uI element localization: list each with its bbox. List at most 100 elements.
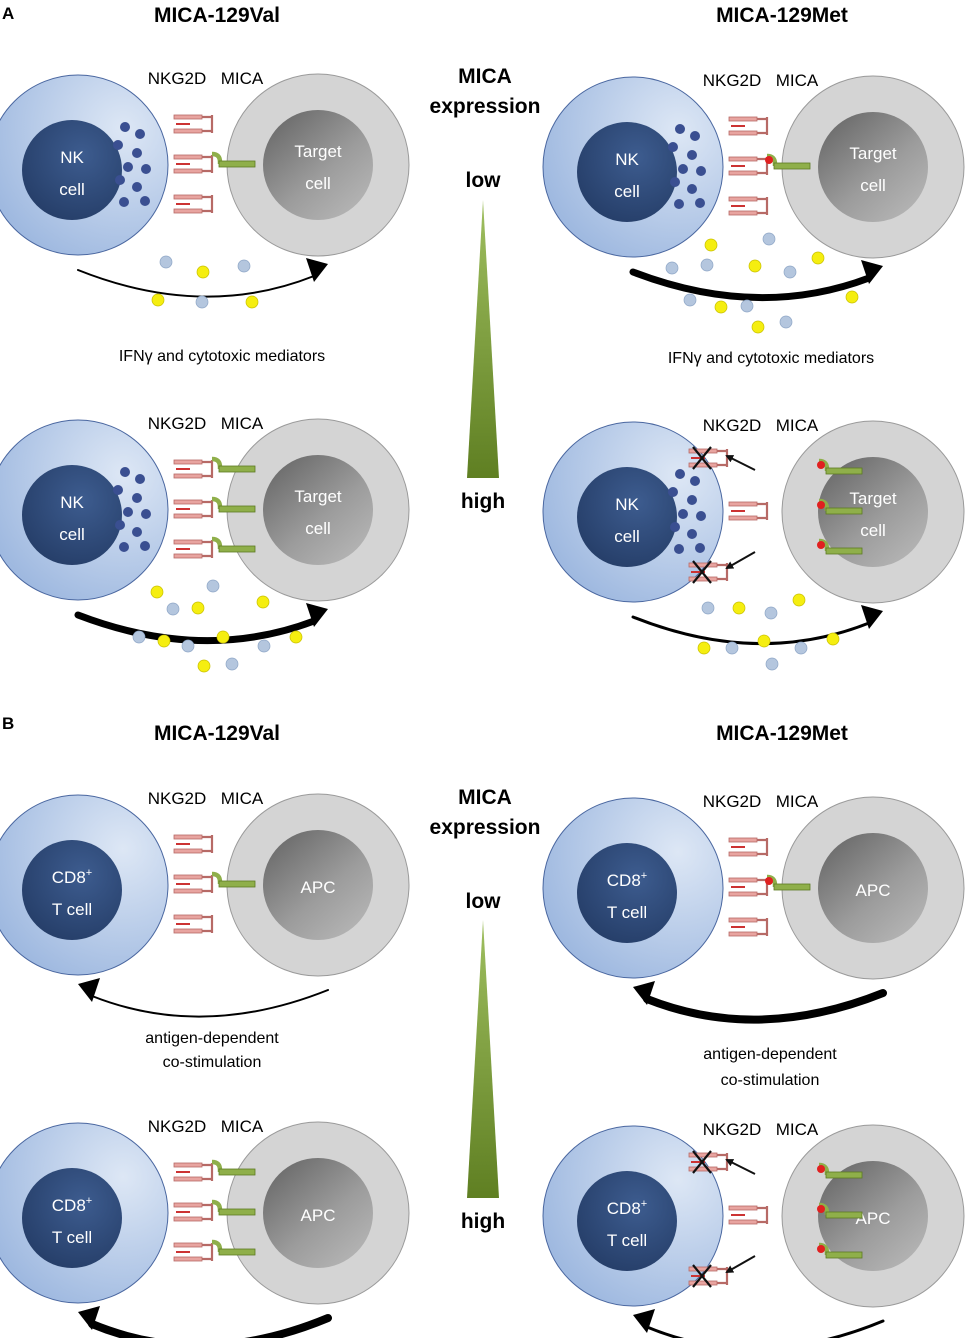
cd8-superscript: + <box>641 1198 647 1210</box>
nkg2d-label: NKG2D <box>703 71 762 90</box>
signal-arrow-head <box>633 981 655 1005</box>
target-label-line1: Target <box>294 142 342 161</box>
nkg2d-receptor <box>173 194 214 214</box>
cytotoxic-granule <box>695 198 705 208</box>
target-cell-nucleus <box>263 830 373 940</box>
signal-arrow <box>629 268 873 302</box>
panel-b-axis-high: high <box>461 1210 505 1233</box>
mica-ligand <box>817 1162 863 1179</box>
cytotoxic-granule <box>135 474 145 484</box>
nkg2d-receptor <box>173 154 214 174</box>
mediator-yellow <box>151 293 165 307</box>
target-label-line1: Target <box>294 487 342 506</box>
cd8-superscript: + <box>86 1195 92 1207</box>
cytotoxic-granule <box>123 162 133 172</box>
mica-ligand <box>211 1199 256 1216</box>
mediator-blue <box>783 265 797 279</box>
cytotoxic-granule <box>695 543 705 553</box>
cytotoxic-granule <box>687 184 697 194</box>
mica-label: MICA <box>776 1120 819 1139</box>
signal-arrow <box>77 269 315 298</box>
signal-arrow <box>643 989 887 1024</box>
mediator-blue <box>765 657 779 671</box>
mica-ligand <box>211 871 256 888</box>
nkg2d-receptor <box>728 837 769 857</box>
cytotoxic-granule <box>690 131 700 141</box>
receptor-cross-mark <box>692 1150 712 1174</box>
effector-cell-nucleus <box>577 843 677 943</box>
nkg2d-receptor <box>173 459 214 479</box>
panel-a-axis-high: high <box>461 490 505 513</box>
effector-label-line2: cell <box>614 182 640 201</box>
nkg2d-label: NKG2D <box>703 416 762 435</box>
mediator-yellow <box>256 595 270 609</box>
mediator-blue <box>701 601 715 615</box>
panel-b-axis-low: low <box>466 890 502 913</box>
receptor-cross-mark <box>692 446 712 470</box>
signal-arrow <box>74 611 318 645</box>
signal-arrow-head <box>861 605 883 629</box>
cytotoxic-granule <box>696 166 706 176</box>
mica-ligand <box>817 1242 863 1259</box>
cd8-text: CD8 <box>52 1196 86 1215</box>
panel-a-expression-gradient <box>467 200 499 478</box>
signal-arrow-head <box>78 1306 100 1330</box>
cytotoxic-granule <box>119 542 129 552</box>
cytotoxic-granule <box>670 522 680 532</box>
nkg2d-receptor <box>728 116 769 136</box>
target-cell-nucleus <box>818 112 928 222</box>
mediator-yellow <box>826 632 840 646</box>
mediator-blue <box>683 293 697 307</box>
mediator-yellow <box>732 601 746 615</box>
effector-label-line2: T cell <box>607 903 647 922</box>
nkg2d-label: NKG2D <box>148 789 207 808</box>
nkg2d-label: NKG2D <box>148 1117 207 1136</box>
cd8-text: CD8 <box>52 868 86 887</box>
mediator-blue <box>725 641 739 655</box>
mica-ligand <box>765 874 811 891</box>
nkg2d-receptor <box>728 917 769 937</box>
mediator-yellow <box>197 659 211 673</box>
nkg2d-receptor <box>728 877 769 897</box>
panel-b-expression-gradient <box>467 920 499 1198</box>
target-label-line2: cell <box>305 519 331 538</box>
cytotoxic-granule <box>678 164 688 174</box>
panel-a-left-title: MICA-129Val <box>154 4 280 27</box>
effector-cell-nucleus <box>577 122 677 222</box>
effector-label-line1: CD8+ <box>607 1198 647 1218</box>
cytotoxic-granule <box>670 177 680 187</box>
cytotoxic-granule <box>113 140 123 150</box>
effector-cell-nucleus <box>22 465 122 565</box>
nkg2d-receptor <box>688 560 729 584</box>
nkg2d-receptor <box>728 196 769 216</box>
mica-ligand <box>817 458 863 475</box>
mediator-yellow <box>757 634 771 648</box>
target-label: APC <box>301 1206 336 1225</box>
effector-cell-nucleus <box>22 1168 122 1268</box>
effector-label-line2: cell <box>59 525 85 544</box>
mica-label: MICA <box>776 71 819 90</box>
effector-label-line1: CD8+ <box>52 1195 92 1215</box>
effector-label-line2: T cell <box>52 900 92 919</box>
mica-ligand <box>817 498 863 515</box>
mica-ligand <box>211 1159 256 1176</box>
cytotoxic-granule <box>141 164 151 174</box>
panel-a-left-caption: IFNγ and cytotoxic mediators <box>119 348 325 365</box>
cytotoxic-granule <box>120 467 130 477</box>
mediator-blue <box>779 315 793 329</box>
receptor-cross-mark <box>692 1264 712 1288</box>
mica-ligand <box>765 153 811 170</box>
mediator-yellow <box>845 290 859 304</box>
target-cell-nucleus <box>263 1158 373 1268</box>
target-label-line1: Target <box>849 144 897 163</box>
cytotoxic-granule <box>687 529 697 539</box>
panel-b-right-caption-1: antigen-dependent <box>703 1046 837 1063</box>
mica-ligand <box>211 151 256 168</box>
mediator-blue <box>764 606 778 620</box>
mica-label: MICA <box>221 69 264 88</box>
mica-ligand <box>817 1202 863 1219</box>
signal-arrow <box>91 989 329 1018</box>
met-residue-dot <box>765 877 773 885</box>
